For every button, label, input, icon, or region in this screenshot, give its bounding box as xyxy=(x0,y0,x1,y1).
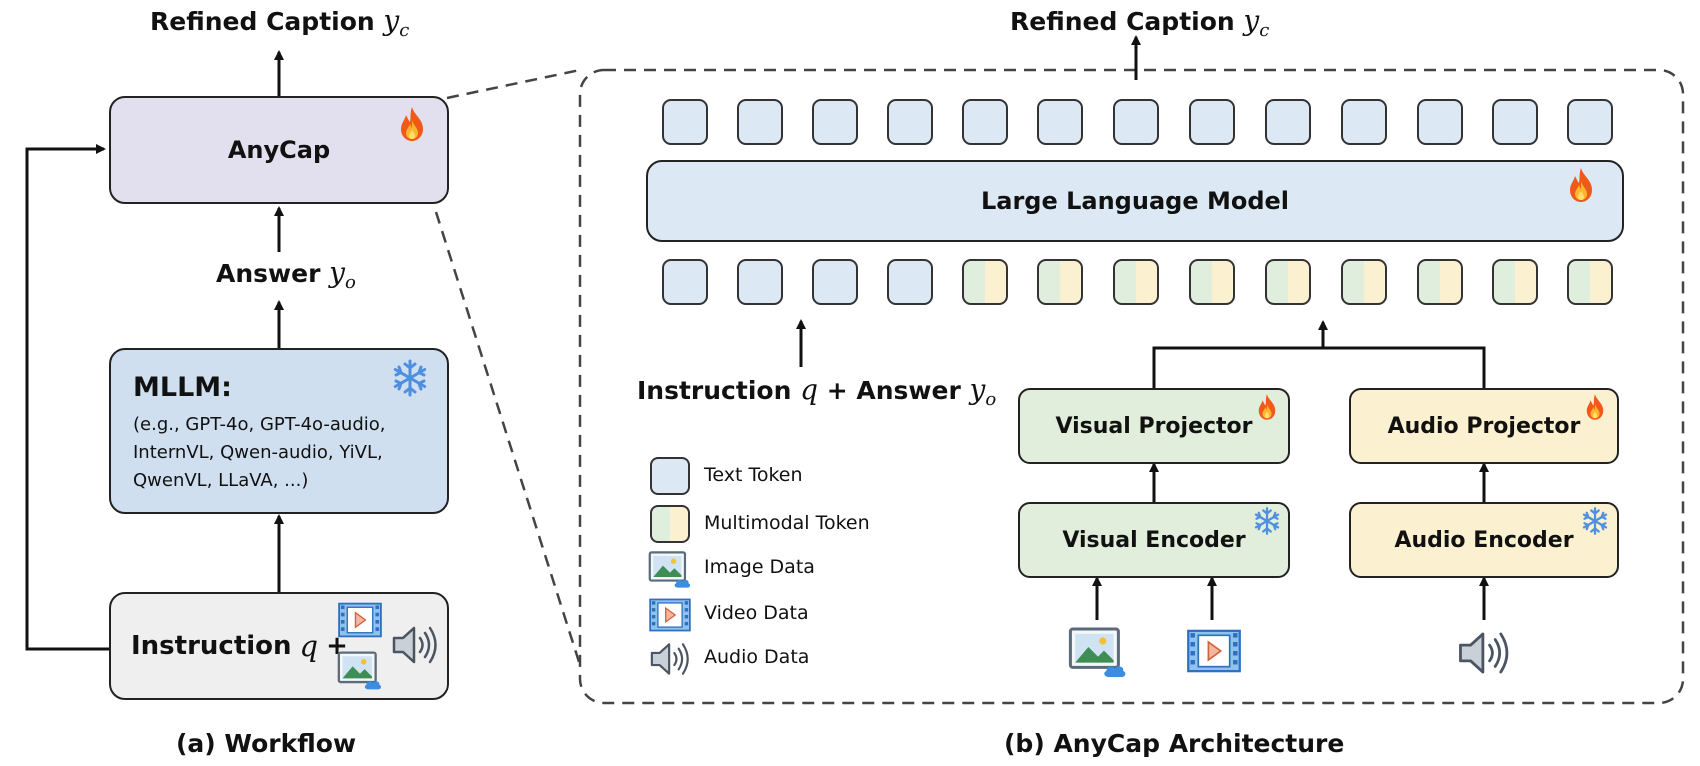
architecture-panel-caption: (b) AnyCap Architecture xyxy=(1004,729,1345,758)
legend-multimodal-token-swatch xyxy=(650,505,690,543)
audio-encoder-box: Audio Encoder xyxy=(1349,502,1619,578)
output-text-token xyxy=(887,99,933,145)
visual-encoder-box: Visual Encoder xyxy=(1018,502,1290,578)
mllm-examples: (e.g., GPT-4o, GPT-4o-audio, InternVL, Q… xyxy=(133,414,386,491)
architecture-top-caption: Refined Caption yc xyxy=(1010,4,1270,41)
input-multimodal-token xyxy=(1113,259,1159,305)
input-text-token xyxy=(662,259,708,305)
legend-multimodal-token: Multimodal Token xyxy=(704,512,870,534)
video-icon xyxy=(337,600,383,640)
legend-video-data: Video Data xyxy=(704,602,809,624)
output-text-token xyxy=(962,99,1008,145)
speaker-icon xyxy=(1456,628,1512,678)
input-multimodal-token xyxy=(1492,259,1538,305)
output-text-token xyxy=(1189,99,1235,145)
zoom-line-top xyxy=(446,68,581,100)
snowflake-icon xyxy=(390,358,430,398)
legend-audio-data: Audio Data xyxy=(704,646,810,668)
legend-text-token: Text Token xyxy=(704,464,803,486)
anycap-box: AnyCap xyxy=(109,96,449,204)
input-multimodal-token xyxy=(1037,259,1083,305)
workflow-top-caption: Refined Caption yc xyxy=(150,4,410,41)
instruction-box: Instruction q + xyxy=(109,592,449,700)
fire-icon xyxy=(1252,392,1282,422)
mllm-box: MLLM: (e.g., GPT-4o, GPT-4o-audio, Inter… xyxy=(109,348,449,514)
audio-projector-box: Audio Projector xyxy=(1349,388,1619,464)
image-icon xyxy=(648,550,692,590)
input-multimodal-token xyxy=(1189,259,1235,305)
speaker-icon xyxy=(390,623,440,667)
legend-image-data: Image Data xyxy=(704,556,815,578)
input-multimodal-token xyxy=(1265,259,1311,305)
snowflake-icon xyxy=(1252,506,1282,536)
output-text-token xyxy=(1567,99,1613,145)
output-text-token xyxy=(1265,99,1311,145)
mllm-title: MLLM: xyxy=(133,372,232,403)
video-icon xyxy=(648,596,692,634)
answer-label: Answer yo xyxy=(216,256,356,293)
image-icon xyxy=(337,650,383,692)
visual-projector-box: Visual Projector xyxy=(1018,388,1290,464)
architecture-frame xyxy=(578,68,1685,705)
snowflake-icon xyxy=(1580,506,1610,536)
input-multimodal-token xyxy=(962,259,1008,305)
output-text-token xyxy=(737,99,783,145)
zoom-line-bottom xyxy=(434,211,582,666)
llm-box: Large Language Model xyxy=(646,160,1624,242)
output-text-token xyxy=(1417,99,1463,145)
input-text-token xyxy=(737,259,783,305)
output-text-token xyxy=(1492,99,1538,145)
video-icon xyxy=(1186,626,1242,676)
arrow-instruction-bypass xyxy=(25,144,110,651)
input-multimodal-token xyxy=(1567,259,1613,305)
fire-icon xyxy=(1561,165,1601,205)
connector-projectors xyxy=(1152,346,1486,388)
legend-text-token-swatch xyxy=(650,457,690,495)
output-text-token xyxy=(1037,99,1083,145)
input-text-token xyxy=(887,259,933,305)
fire-icon xyxy=(392,104,432,144)
input-text-token xyxy=(812,259,858,305)
instruction-answer-label: Instruction q + Answer yo xyxy=(637,373,997,410)
output-text-token xyxy=(1113,99,1159,145)
output-text-token xyxy=(1341,99,1387,145)
output-text-token xyxy=(662,99,708,145)
speaker-icon xyxy=(648,640,692,678)
input-multimodal-token xyxy=(1417,259,1463,305)
image-icon xyxy=(1068,626,1128,680)
input-multimodal-token xyxy=(1341,259,1387,305)
output-text-token xyxy=(812,99,858,145)
fire-icon xyxy=(1580,392,1610,422)
workflow-panel-caption: (a) Workflow xyxy=(176,729,357,758)
